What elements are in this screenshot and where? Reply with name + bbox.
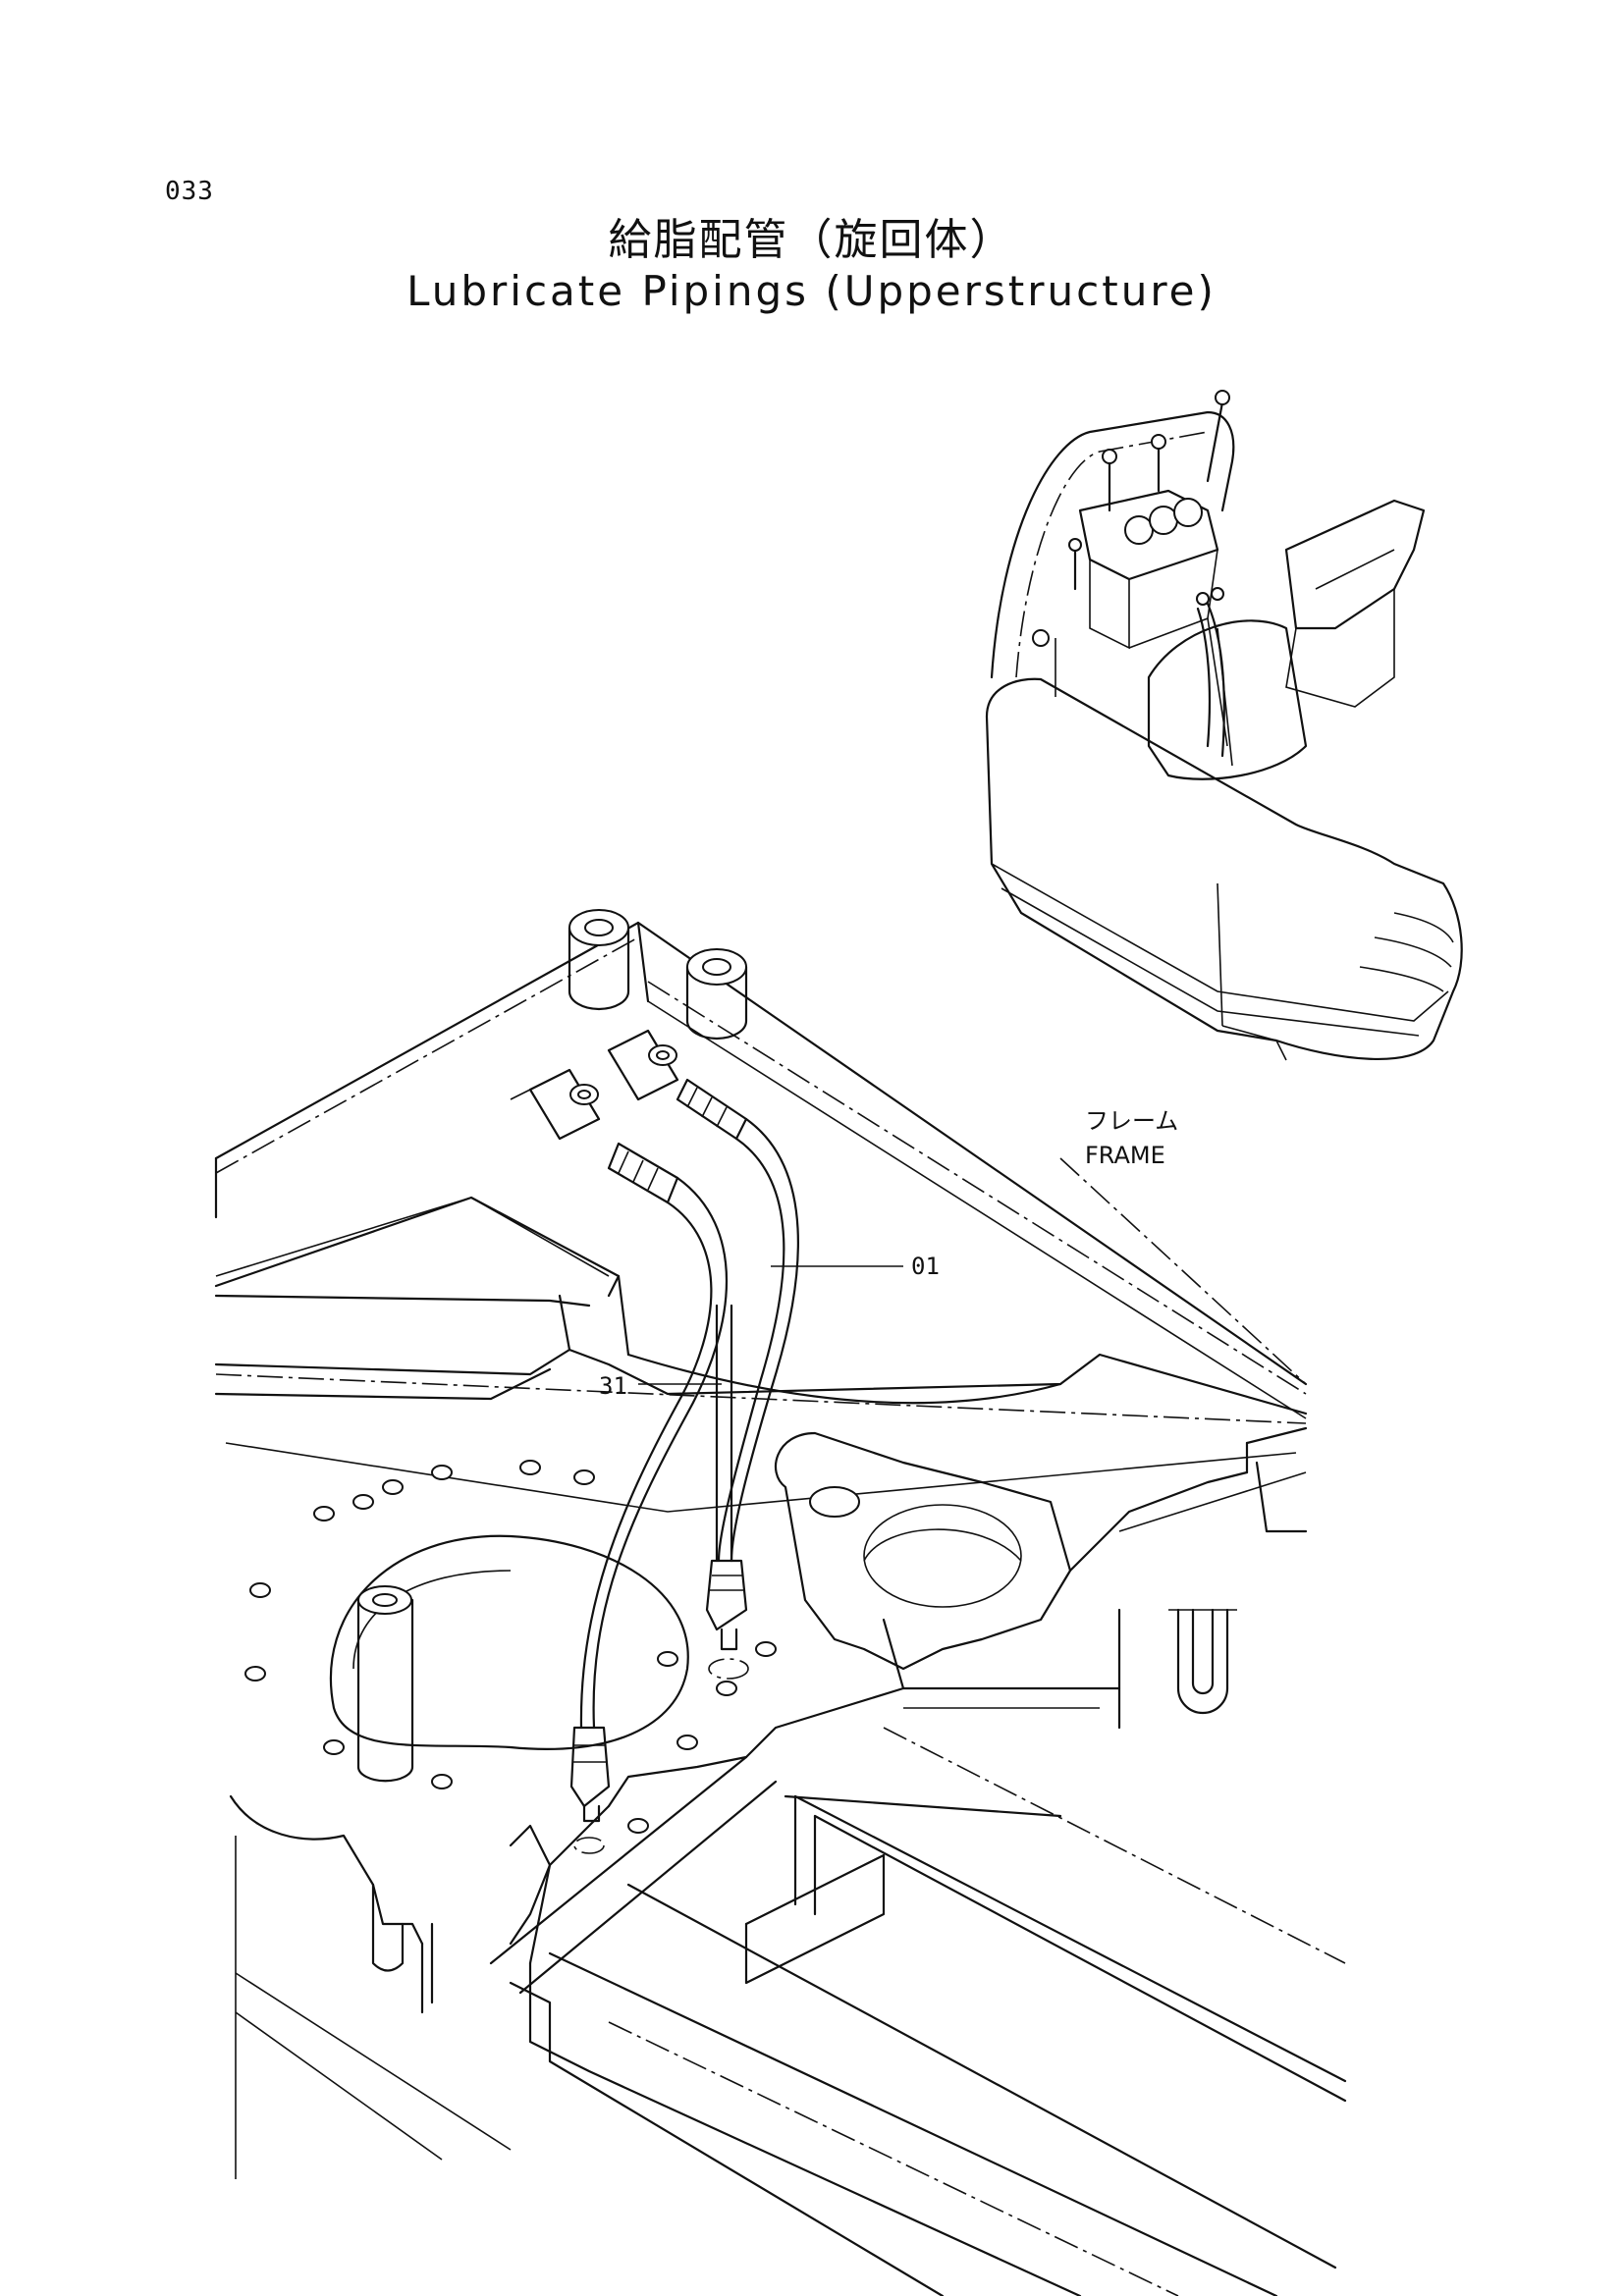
inset-machine-overview [985,390,1463,1061]
label-part-01: 01 [911,1253,940,1280]
title-english: Lubricate Pipings (Upperstructure) [406,267,1217,315]
title-japanese: 給脂配管（旋回体） [608,215,1015,265]
leader-frame [1059,1157,1307,1385]
label-frame-jp: フレーム [1085,1107,1178,1135]
label-part-31: 31 [599,1372,627,1400]
grease-fittings [510,909,748,1141]
label-frame-en: FRAME [1085,1142,1165,1169]
hose-01 [676,1078,799,1680]
main-frame-view [214,909,1347,2296]
page-number: 033 [165,177,214,206]
hose-31 [569,1142,733,1854]
